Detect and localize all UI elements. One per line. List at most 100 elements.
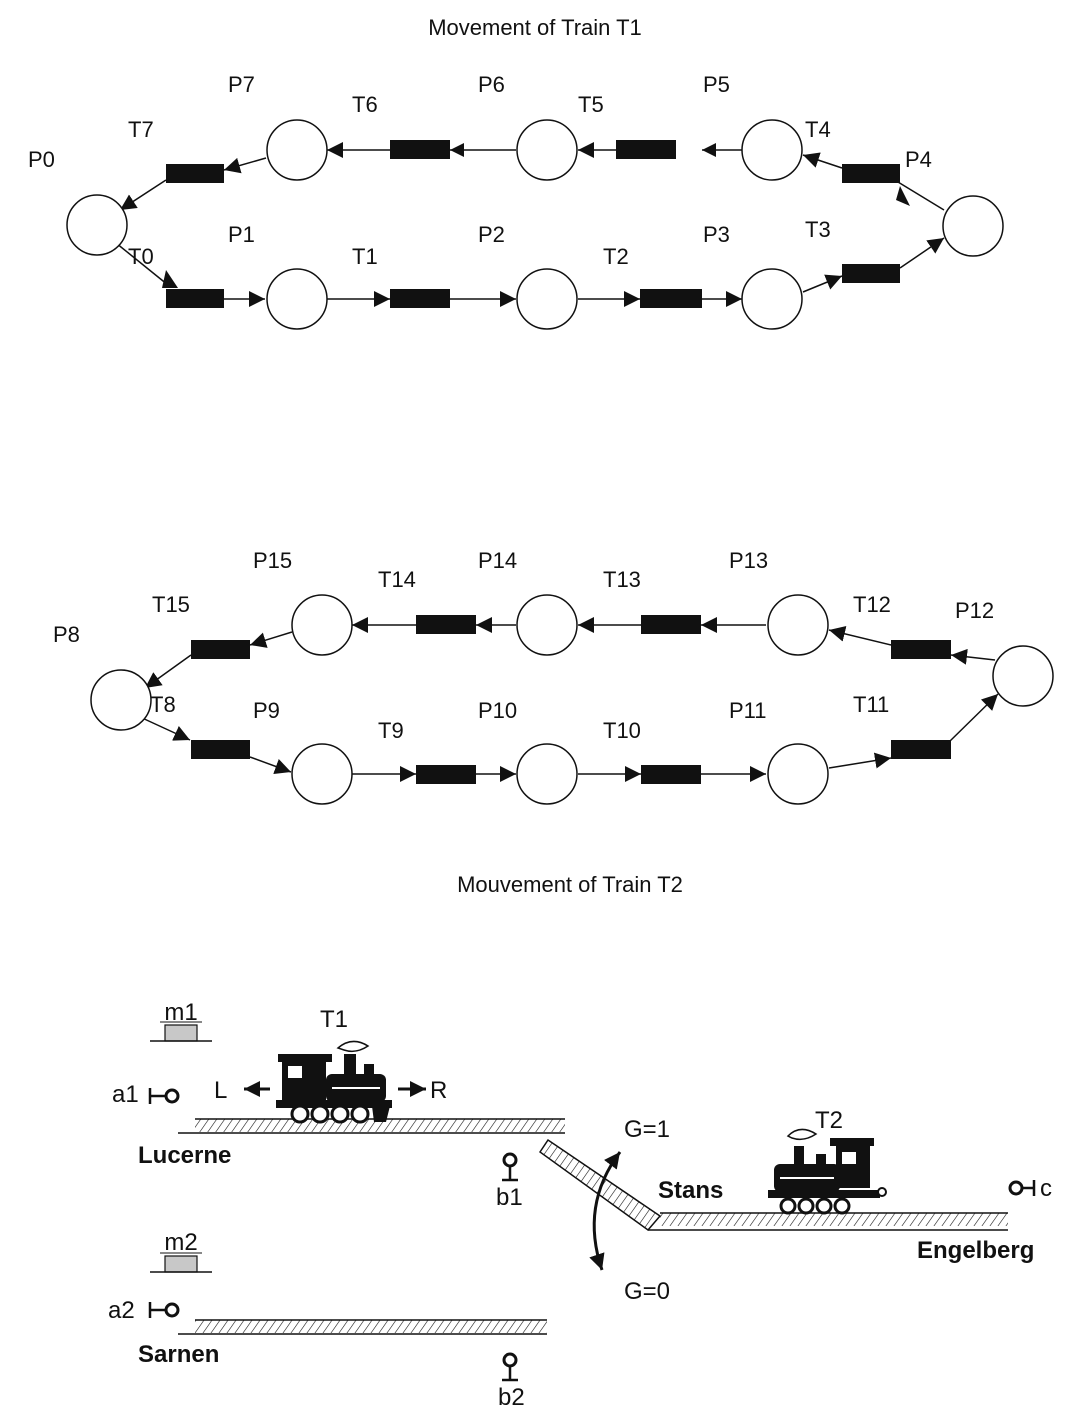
- sensor-c-icon: [1008, 1180, 1036, 1196]
- transition-t3: [842, 264, 900, 283]
- label-c: c: [1040, 1175, 1052, 1202]
- label-t8: T8: [150, 692, 176, 717]
- place-p9: [291, 743, 353, 805]
- label-p9: P9: [253, 698, 280, 723]
- arc-t12-p13: [828, 625, 892, 646]
- label-p13: P13: [729, 548, 768, 573]
- label-p15: P15: [253, 548, 292, 573]
- arc-p0-t0: [115, 242, 169, 286]
- label-t10: T10: [603, 718, 641, 743]
- marker-m1-block: [164, 1024, 198, 1042]
- place-p10: [516, 743, 578, 805]
- arrowhead-p6-t6: [450, 143, 464, 157]
- transition-t0: [166, 289, 224, 308]
- transition-t15: [191, 640, 250, 659]
- transition-t13: [641, 615, 701, 634]
- label-p4: P4: [905, 147, 932, 172]
- label-left: L: [214, 1077, 227, 1104]
- place-p5: [741, 119, 803, 181]
- label-t1: T1: [352, 244, 378, 269]
- label-p3: P3: [703, 222, 730, 247]
- label-a2: a2: [108, 1297, 135, 1324]
- label-t14: T14: [378, 567, 416, 592]
- transition-t11: [891, 740, 951, 759]
- label-t7: T7: [128, 117, 154, 142]
- label-train-t2: T2: [815, 1107, 843, 1134]
- label-sarnen: Sarnen: [138, 1341, 219, 1368]
- petri-net-train-t2: P8 P9 P10 P11 P12 P13 P14 P15 T8 T9 T10 …: [53, 548, 1054, 897]
- place-p7: [266, 119, 328, 181]
- label-p7: P7: [228, 72, 255, 97]
- sensor-a2-icon: [148, 1302, 180, 1318]
- track-sarnen-hatch: [195, 1320, 547, 1333]
- label-p8: P8: [53, 622, 80, 647]
- label-p10: P10: [478, 698, 517, 723]
- railway-scene: m1 m2 a1 a2 Lucerne Sarnen: [108, 999, 1052, 1408]
- sensor-b1-icon: [502, 1152, 518, 1182]
- label-p6: P6: [478, 72, 505, 97]
- sensor-b2-icon: [502, 1352, 518, 1382]
- place-p4: [942, 195, 1004, 257]
- place-p0: [66, 194, 128, 256]
- label-t13: T13: [603, 567, 641, 592]
- label-b2: b2: [498, 1384, 525, 1408]
- transition-t1: [390, 289, 450, 308]
- label-p14: P14: [478, 548, 517, 573]
- arc-p11-t11: [828, 752, 892, 769]
- label-t12: T12: [853, 592, 891, 617]
- label-t15: T15: [152, 592, 190, 617]
- label-a1: a1: [112, 1081, 139, 1108]
- sensor-a1-icon: [148, 1088, 180, 1104]
- arc-p8-t8: [139, 716, 191, 741]
- label-t2: T2: [603, 244, 629, 269]
- label-right: R: [430, 1077, 447, 1104]
- transition-t5: [616, 140, 676, 159]
- label-p1: P1: [228, 222, 255, 247]
- locomotive-t1-icon: [276, 1040, 392, 1124]
- label-g0: G=0: [624, 1278, 670, 1305]
- label-lucerne: Lucerne: [138, 1142, 231, 1169]
- transition-t9: [416, 765, 476, 784]
- arrowhead-p5-t5: [702, 143, 716, 157]
- label-t4: T4: [805, 117, 831, 142]
- net2-title: Mouvement of Train T2: [457, 872, 683, 897]
- label-t5: T5: [578, 92, 604, 117]
- place-p12: [992, 645, 1054, 707]
- label-p2: P2: [478, 222, 505, 247]
- arc-p15-t15: [249, 631, 293, 648]
- place-p8: [90, 669, 152, 731]
- place-p2: [516, 268, 578, 330]
- transition-t2: [640, 289, 702, 308]
- label-p0: P0: [28, 147, 55, 172]
- arc-t3-p4: [899, 237, 945, 269]
- arc-t4-p5: [802, 152, 843, 169]
- label-p11: P11: [729, 698, 767, 723]
- arc-p7-t7: [223, 157, 267, 174]
- marker-m2-block: [164, 1255, 198, 1273]
- place-p13: [767, 594, 829, 656]
- petri-net-train-t1: Movement of Train T1: [28, 15, 1004, 330]
- label-stans: Stans: [658, 1177, 723, 1204]
- arc-t8-p9: [249, 756, 292, 775]
- label-t11: T11: [853, 692, 889, 717]
- transition-t7: [166, 164, 224, 183]
- arrowhead-p0-t0: [162, 270, 178, 288]
- transition-t12: [891, 640, 951, 659]
- place-p14: [516, 594, 578, 656]
- arc-t15-p8: [144, 654, 192, 689]
- transition-t8: [191, 740, 250, 759]
- place-p11: [767, 743, 829, 805]
- net1-title: Movement of Train T1: [428, 15, 642, 40]
- transition-t14: [416, 615, 476, 634]
- label-b1: b1: [496, 1184, 523, 1211]
- arc-p3-t3: [802, 274, 843, 293]
- track-engelberg-hatch: [660, 1213, 1008, 1226]
- label-t9: T9: [378, 718, 404, 743]
- place-p1: [266, 268, 328, 330]
- label-p12: P12: [955, 598, 994, 623]
- arc-p12-t12: [950, 648, 996, 665]
- place-p15: [291, 594, 353, 656]
- arrowhead-p4-t4: [896, 186, 910, 206]
- arc-t11-p12: [948, 693, 999, 743]
- label-engelberg: Engelberg: [917, 1237, 1034, 1264]
